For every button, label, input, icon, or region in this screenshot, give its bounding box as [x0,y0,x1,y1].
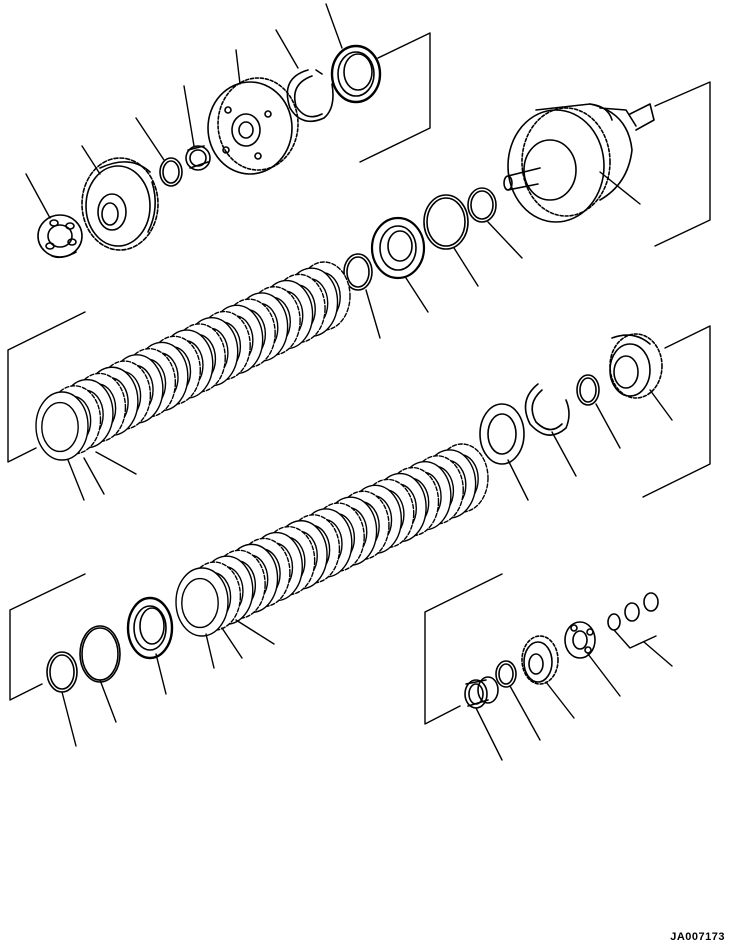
bracket-lower-left [9,573,86,701]
bracket-top [359,32,431,163]
needle-bearing-1 [185,145,211,171]
ball-bearing-large [370,216,426,280]
washer-set [607,592,659,631]
bracket-bottom-right [424,573,503,725]
seal-ring-lower [79,625,121,683]
piston [126,596,174,660]
seal-ring-small [46,651,78,693]
snap-ring-pair [423,187,497,250]
bracket-middle-left [7,311,86,463]
pressure-plate [479,403,525,465]
bracket-middle-right [642,325,711,498]
gear-right-middle [609,333,663,399]
bearing-small-bottom [564,621,596,659]
lower-pack-disc [175,567,229,637]
snap-ring-small-1 [159,157,183,187]
open-snap-ring [286,69,334,123]
bracket-top-right [654,81,711,247]
output-shaft-drum [503,103,655,223]
gear-hub-part [81,157,159,251]
upper-pack-disc [35,391,89,461]
clutch-pack-lower [175,443,489,637]
drawing-reference-code: JA007173 [670,931,725,943]
lower-pack-disc-bore [181,577,219,629]
open-snap-ring-2 [524,383,570,436]
group-brackets [7,32,711,725]
carrier-plate-part [207,77,299,175]
snap-ring-small-2 [576,374,600,406]
clutch-pack-upper [35,261,351,461]
bearing-part [37,214,83,259]
thin-ring-1 [343,253,373,291]
leader-lines [25,3,673,761]
upper-pack-disc-bore [41,401,79,453]
needle-bearing-2 [464,676,499,709]
gear-small-bottom [521,635,559,685]
snap-ring-small-3 [495,660,517,688]
seal-ring-top [330,44,382,104]
